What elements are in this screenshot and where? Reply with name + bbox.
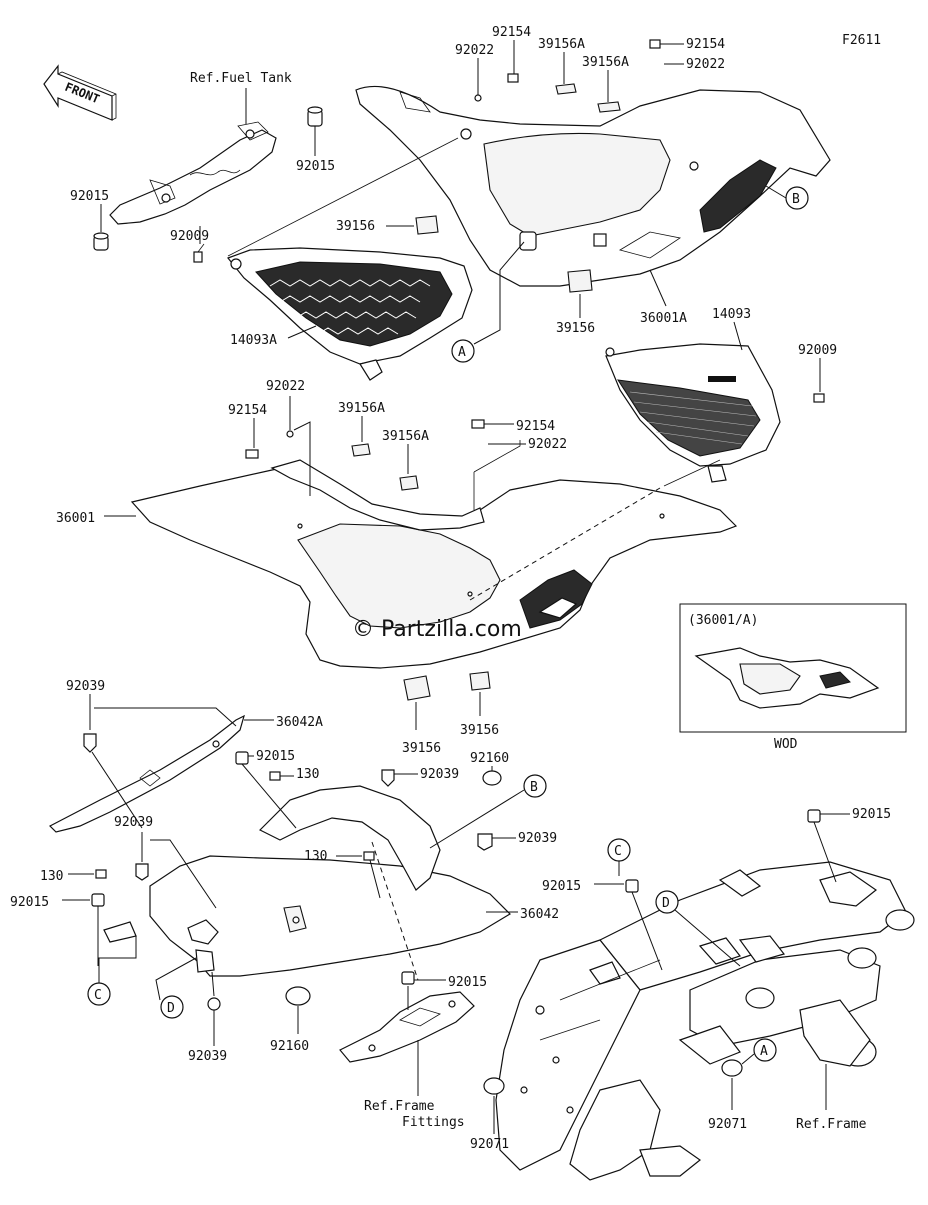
bolt-part — [193, 243, 205, 263]
part-label-39156A-d: 39156A — [382, 429, 429, 444]
svg-text:C: C — [94, 988, 102, 1003]
part-label-39156-d: 39156 — [460, 723, 499, 738]
part-label-36001A: 36001A — [640, 311, 687, 326]
ref-circle-a-frame: A — [753, 1038, 777, 1062]
svg-text:B: B — [530, 780, 538, 795]
part-label-92160-b: 92160 — [270, 1039, 309, 1054]
strip-36042A — [48, 714, 245, 833]
part-label-39156-c: 39156 — [402, 741, 441, 756]
svg-text:D: D — [662, 896, 670, 911]
frame-assembly — [495, 861, 915, 1181]
inset-title: (36001/A) — [688, 613, 758, 628]
side-cover-36001A — [355, 85, 831, 287]
collar-part — [307, 106, 323, 127]
svg-text:C: C — [614, 844, 622, 859]
part-label-92015-b: 92015 — [70, 189, 109, 204]
ref-circle-d-lower-left: D — [160, 995, 184, 1019]
part-label-130-a: 130 — [296, 767, 319, 782]
part-label-39156A-b: 39156A — [582, 55, 629, 70]
ref-circle-b-lower: B — [523, 774, 547, 798]
svg-text:D: D — [167, 1001, 175, 1016]
part-label-39156-b: 39156 — [556, 321, 595, 336]
part-label-92009-b: 92009 — [798, 343, 837, 358]
part-label-92015-f: 92015 — [852, 807, 891, 822]
part-label-36042A: 36042A — [276, 715, 323, 730]
ref-circle-c-frame: C — [607, 838, 631, 862]
part-label-92039-d: 92039 — [114, 815, 153, 830]
grille-14093A — [227, 247, 473, 381]
part-label-92039-a: 92039 — [66, 679, 105, 694]
watermark-text: © Partzilla.com — [352, 617, 522, 642]
part-label-92039-b: 92039 — [420, 767, 459, 782]
part-label-92015-e: 92015 — [448, 975, 487, 990]
part-label-92039-e: 92039 — [188, 1049, 227, 1064]
part-label-92015-a: 92015 — [296, 159, 335, 174]
figure-code: F2611 — [842, 33, 881, 48]
fuel-tank-bracket — [109, 121, 277, 225]
part-label-39156A-c: 39156A — [338, 401, 385, 416]
side-cover-36001 — [130, 459, 738, 669]
ref-frame-fittings-label-2: Fittings — [402, 1115, 465, 1130]
part-label-92071-b: 92071 — [470, 1137, 509, 1152]
part-label-92154-a: 92154 — [492, 25, 531, 40]
frame-fittings-bracket — [339, 991, 475, 1063]
part-label-92022-d: 92022 — [528, 437, 567, 452]
part-label-14093A: 14093A — [230, 333, 277, 348]
part-label-92022-a: 92022 — [455, 43, 494, 58]
part-label-92015-d: 92015 — [10, 895, 49, 910]
inset-caption: WOD — [774, 737, 798, 752]
svg-text:A: A — [458, 345, 466, 360]
collar-part-left — [93, 232, 109, 251]
part-label-92015-c: 92015 — [256, 749, 295, 764]
inset-box: (36001/A) WOD — [679, 603, 907, 752]
svg-text:A: A — [760, 1044, 768, 1059]
part-label-92015-g: 92015 — [542, 879, 581, 894]
part-label-92154-d: 92154 — [516, 419, 555, 434]
lower-cowl-36042 — [149, 785, 511, 981]
part-label-39156-a: 39156 — [336, 219, 375, 234]
grille-14093 — [605, 343, 781, 483]
ref-circle-a-upper: A — [451, 339, 475, 363]
part-label-92154-c: 92154 — [228, 403, 267, 418]
ref-circle-c-lower-left: C — [87, 982, 111, 1006]
ref-fuel-tank-label: Ref.Fuel Tank — [190, 71, 292, 86]
front-arrow-icon: FRONT — [43, 64, 117, 121]
part-label-39156A-a: 39156A — [538, 37, 585, 52]
ref-frame-label: Ref.Frame — [796, 1117, 867, 1132]
part-label-92022-b: 92022 — [686, 57, 725, 72]
part-label-36042: 36042 — [520, 907, 559, 922]
part-label-92039-c: 92039 — [518, 831, 557, 846]
part-label-92160-a: 92160 — [470, 751, 509, 766]
ref-circle-d-frame: D — [655, 890, 679, 914]
part-label-92071-a: 92071 — [708, 1117, 747, 1132]
ref-circle-b-upper: B — [785, 186, 809, 210]
part-label-130-c: 130 — [40, 869, 63, 884]
part-label-14093: 14093 — [712, 307, 751, 322]
part-label-92154-b: 92154 — [686, 37, 725, 52]
svg-text:B: B — [792, 192, 800, 207]
part-label-92009-a: 92009 — [170, 229, 209, 244]
part-label-36001: 36001 — [56, 511, 95, 526]
ref-frame-fittings-label-1: Ref.Frame — [364, 1099, 435, 1114]
part-label-92022-c: 92022 — [266, 379, 305, 394]
part-label-130-b: 130 — [304, 849, 327, 864]
